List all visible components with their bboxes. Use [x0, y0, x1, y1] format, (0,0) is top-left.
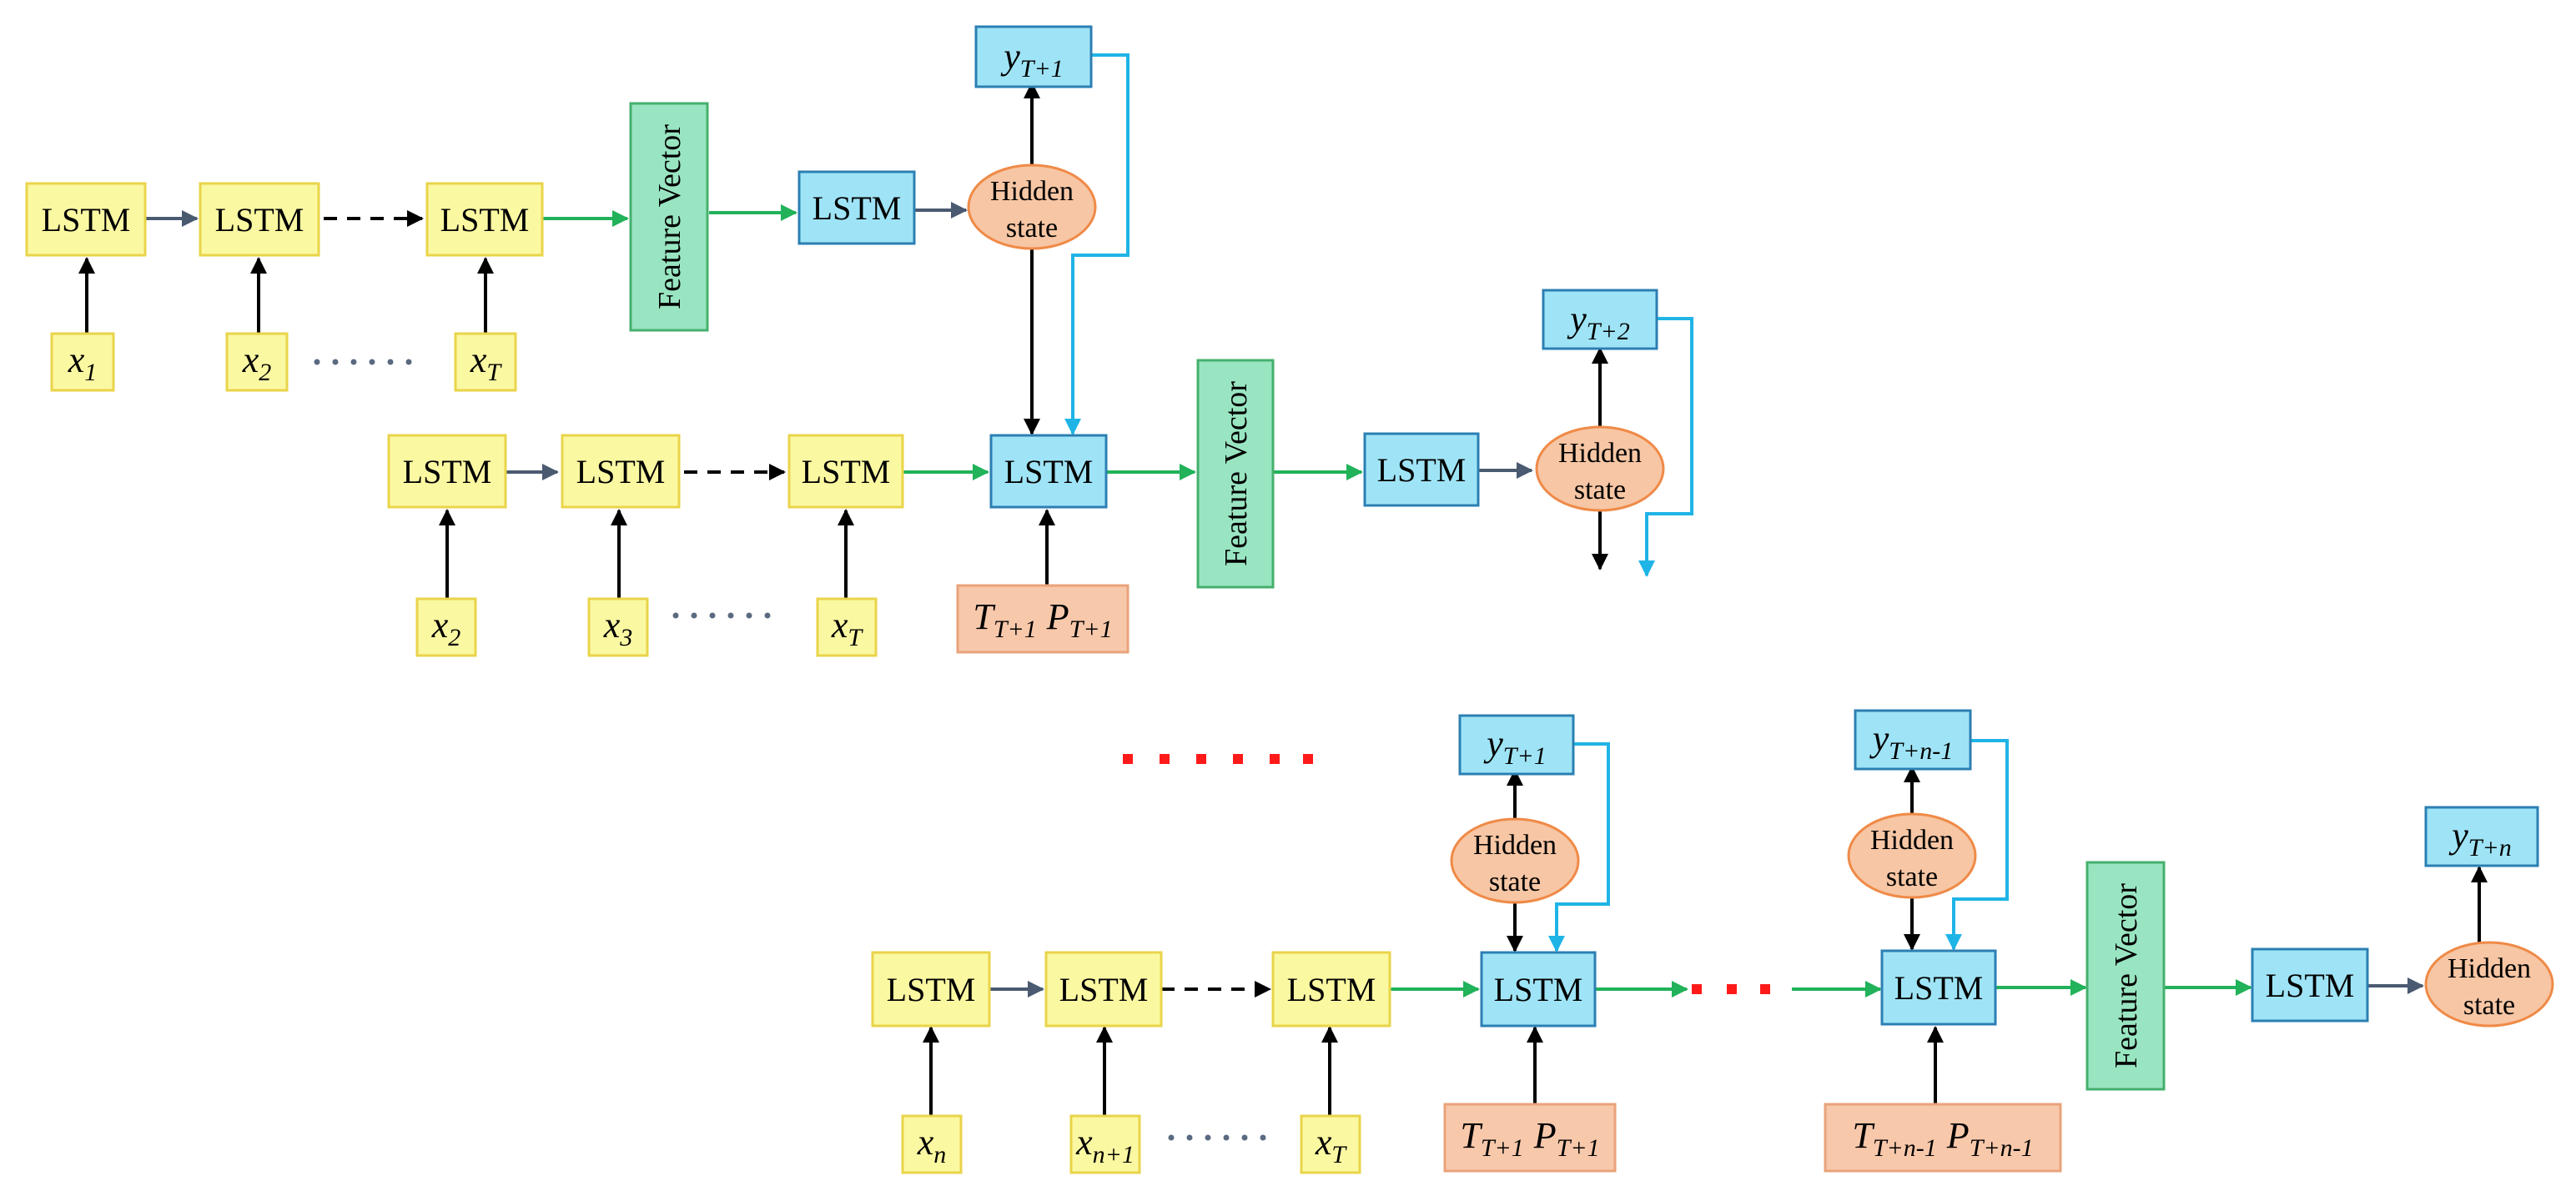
svg-text:state: state	[1886, 862, 1938, 892]
svg-text:x3: x3	[603, 605, 633, 651]
hidden-state-1: Hidden state	[967, 163, 1097, 250]
svg-text:LSTM: LSTM	[1894, 969, 1984, 1007]
svg-text:LSTM: LSTM	[2266, 967, 2355, 1004]
svg-text:LSTM: LSTM	[440, 201, 530, 239]
encoder-lstm-xn1-row3: LSTM	[1044, 951, 1163, 1028]
input-xT-row3: xT	[1300, 1114, 1361, 1174]
svg-text:state: state	[1489, 867, 1541, 897]
encoder-lstm-x1: LSTM	[25, 182, 147, 257]
encoder-lstm-x2-row2: LSTM	[387, 434, 507, 509]
svg-text:xT: xT	[470, 339, 503, 386]
svg-text:yT+2: yT+2	[1567, 299, 1629, 345]
svg-text:LSTM: LSTM	[802, 453, 891, 490]
svg-text:LSTM: LSTM	[1287, 971, 1376, 1008]
input-x3-row2: x3	[587, 597, 649, 657]
decoder-lstm-1: LSTM	[797, 170, 916, 245]
feature-vector-2: Feature Vector	[1196, 359, 1275, 589]
svg-text:yT+1: yT+1	[1000, 36, 1063, 83]
hidden-state-5: Hidden state	[2424, 941, 2554, 1028]
svg-text:LSTM: LSTM	[1059, 971, 1149, 1008]
decoder-lstm-3: LSTM	[1363, 432, 1480, 507]
input-x1: x1	[50, 332, 115, 392]
svg-text:Hidden: Hidden	[990, 176, 1074, 207]
connector-arrows	[78, 53, 2488, 1116]
svg-text:Feature Vector: Feature Vector	[652, 124, 687, 309]
feature-vector-1: Feature Vector	[629, 102, 709, 332]
decoder-lstm-2: LSTM	[989, 434, 1108, 509]
output-yT2: yT+2	[1542, 289, 1658, 350]
svg-text:yT+n: yT+n	[2448, 815, 2511, 862]
svg-text:LSTM: LSTM	[813, 189, 902, 227]
svg-text:LSTM: LSTM	[1377, 451, 1467, 489]
hidden-state-4: Hidden state	[1847, 812, 1977, 899]
output-yT1-row3: yT+1	[1458, 714, 1575, 776]
input-xT-row2: xT	[816, 597, 878, 657]
svg-text:yT+n-1: yT+n-1	[1869, 718, 1953, 765]
output-yTn: yT+n	[2424, 806, 2539, 867]
output-yT1: yT+1	[974, 25, 1093, 88]
svg-text:LSTM: LSTM	[576, 453, 666, 490]
svg-text:xT: xT	[831, 605, 864, 651]
svg-text:state: state	[1006, 213, 1058, 244]
input-x2-row2: x2	[415, 597, 477, 657]
hidden-state-2: Hidden state	[1535, 425, 1665, 512]
decoder-lstm-4: LSTM	[1480, 951, 1597, 1028]
svg-text:Hidden: Hidden	[1870, 825, 1954, 856]
input-x2: x2	[225, 332, 289, 392]
svg-text:LSTM: LSTM	[403, 453, 492, 490]
svg-text:TT+1PT+1: TT+1PT+1	[973, 596, 1112, 643]
decoder-lstm-6: LSTM	[2251, 947, 2369, 1023]
svg-text:xT: xT	[1315, 1122, 1348, 1168]
svg-text:TT+1PT+1: TT+1PT+1	[1460, 1115, 1599, 1162]
svg-text:state: state	[1574, 475, 1626, 505]
svg-text:yT+1: yT+1	[1483, 723, 1546, 770]
svg-text:Hidden: Hidden	[1558, 438, 1642, 469]
decoder-lstm-5: LSTM	[1880, 949, 1997, 1026]
svg-text:x2: x2	[242, 339, 272, 386]
svg-text:xn: xn	[917, 1122, 947, 1168]
encoder-lstm-x2: LSTM	[199, 182, 320, 257]
feature-vector-3: Feature Vector	[2085, 861, 2166, 1091]
svg-text:LSTM: LSTM	[1004, 453, 1094, 490]
svg-text:Feature Vector: Feature Vector	[1219, 381, 1254, 566]
svg-text:LSTM: LSTM	[1494, 971, 1583, 1008]
encoder-lstm-xn-row3: LSTM	[871, 951, 991, 1028]
svg-text:LSTM: LSTM	[215, 201, 304, 239]
svg-text:Feature Vector: Feature Vector	[2109, 883, 2144, 1068]
svg-text:Hidden: Hidden	[2448, 953, 2531, 984]
svg-text:LSTM: LSTM	[42, 201, 131, 239]
svg-text:xn+1: xn+1	[1075, 1122, 1135, 1168]
input-xT: xT	[454, 332, 517, 392]
svg-text:x1: x1	[68, 339, 98, 386]
input-xn-row3: xn	[901, 1114, 963, 1174]
svg-text:x2: x2	[431, 605, 461, 651]
svg-text:LSTM: LSTM	[887, 971, 976, 1008]
ellipsis-dots	[314, 359, 1770, 1141]
encoder-lstm-xT-row2: LSTM	[787, 434, 904, 509]
output-yTn1: yT+n-1	[1854, 709, 1972, 771]
input-xn1-row3: xn+1	[1069, 1114, 1141, 1174]
hidden-state-3: Hidden state	[1450, 817, 1580, 904]
svg-text:state: state	[2463, 990, 2515, 1021]
encoder-lstm-x3-row2: LSTM	[561, 434, 681, 509]
encoder-lstm-xT: LSTM	[425, 182, 544, 257]
encoder-lstm-xT-row3: LSTM	[1271, 951, 1391, 1028]
svg-text:Hidden: Hidden	[1473, 830, 1557, 861]
svg-text:TT+n-1PT+n-1: TT+n-1PT+n-1	[1852, 1115, 2033, 1162]
